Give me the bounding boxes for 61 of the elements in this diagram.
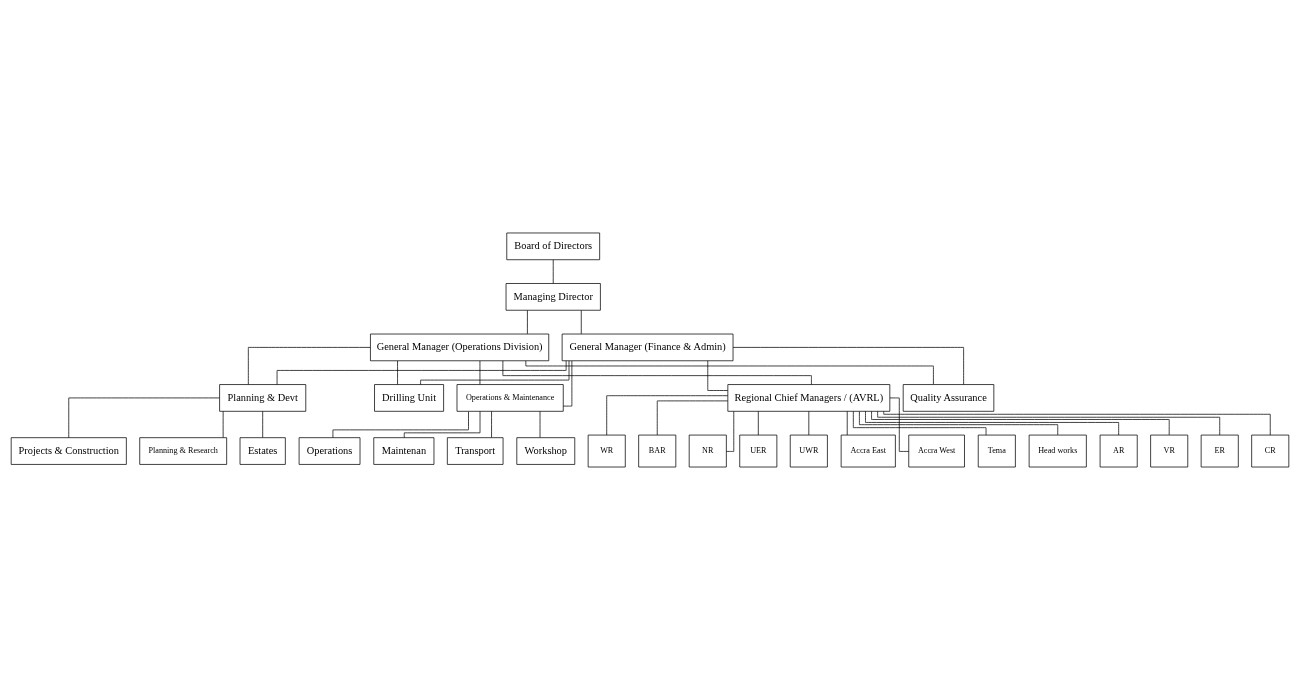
connector [420,360,570,385]
connector [562,360,573,407]
connector [491,410,492,438]
node-box: Workshop [516,437,576,465]
node-box: Planning & Devt [219,384,307,412]
connector [883,411,1271,436]
connector [539,410,541,438]
connector [479,360,481,385]
connector [656,400,729,436]
connector [859,411,1059,436]
connector [846,410,848,436]
connector [606,395,729,436]
node-box: UER [739,434,778,468]
node-box: Operations [298,437,361,465]
node-box: WR [587,434,626,468]
connector [865,410,1120,436]
node-box: General Manager (Finance & Admin) [561,333,734,362]
connector [852,411,987,436]
connector [707,360,729,391]
connector [332,411,469,438]
connector [403,410,481,438]
connector [262,410,264,438]
connector [502,360,812,385]
node-box: ER [1200,434,1239,468]
node-box: VR [1150,434,1189,468]
connector [525,360,934,385]
connector [889,397,910,452]
node-box: Accra East [840,434,896,468]
connector [808,410,810,436]
node-box: General Manager (Operations Division) [370,333,550,362]
connector [68,397,220,438]
node-box: UWR [789,434,828,468]
connector [877,410,1221,436]
connector [222,410,224,438]
node-box: Tema [977,434,1016,468]
node-box: Estates [239,437,286,465]
node-box: Regional Chief Managers / (AVRL) [727,384,891,412]
connector [552,259,554,284]
connector [757,410,759,436]
node-box: Head works [1028,434,1087,468]
connector [732,347,964,385]
node-box: Operations & Maintenance [456,384,564,412]
node-box: Projects & Construction [10,437,127,465]
connector [871,411,1170,436]
node-box: NR [688,434,727,468]
connector [527,310,528,335]
connector [247,347,371,385]
node-box: Accra West [908,434,965,468]
connector [726,411,735,452]
node-box: BAR [638,434,677,468]
connector [580,310,582,335]
node-box: Quality Assurance [902,384,995,412]
node-box: Board of Directors [506,232,601,261]
node-box: Transport [446,437,504,465]
node-box: AR [1099,434,1138,468]
node-box: Managing Director [505,283,601,311]
node-box: CR [1251,434,1290,468]
node-box: Maintenan [373,437,435,465]
node-box: Planning & Research [139,437,228,465]
node-box: Drilling Unit [374,384,444,412]
connector [397,360,398,385]
